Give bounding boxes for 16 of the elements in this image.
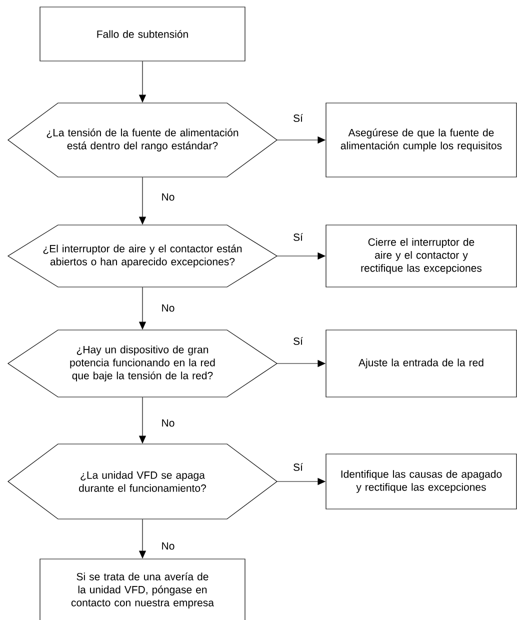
edge-label: Sí <box>292 336 304 346</box>
process-box: Asegúrese de que la fuente de alimentación cumple los requisitos <box>326 102 517 178</box>
edge-label: No <box>160 418 176 428</box>
process-box: Fallo de subtensión <box>40 6 246 62</box>
edge-label: Sí <box>292 462 304 472</box>
edge-label: Sí <box>292 113 304 123</box>
decision-hexagon: ¿La unidad VFD se apaga durante el funcionamiento? <box>8 444 278 520</box>
process-box: Identifique las causas de apagado y rectifique las excepciones <box>326 454 517 510</box>
process-box: Si se trata de una avería de la unidad VFD, póngase en contacto con nuestra empresa <box>40 558 246 620</box>
edge-label: No <box>160 541 176 551</box>
edge-label: Sí <box>292 232 304 242</box>
process-box: Ajuste la entrada de la red <box>326 330 517 398</box>
edge-label: No <box>160 192 176 202</box>
decision-hexagon: ¿La tensión de la fuente de alimentación está dentro del rango estándar? <box>8 102 278 178</box>
process-box: Cierre el interruptor de aire y el contactor y rectifique las excepciones <box>326 224 517 288</box>
edge-label: No <box>160 303 176 313</box>
